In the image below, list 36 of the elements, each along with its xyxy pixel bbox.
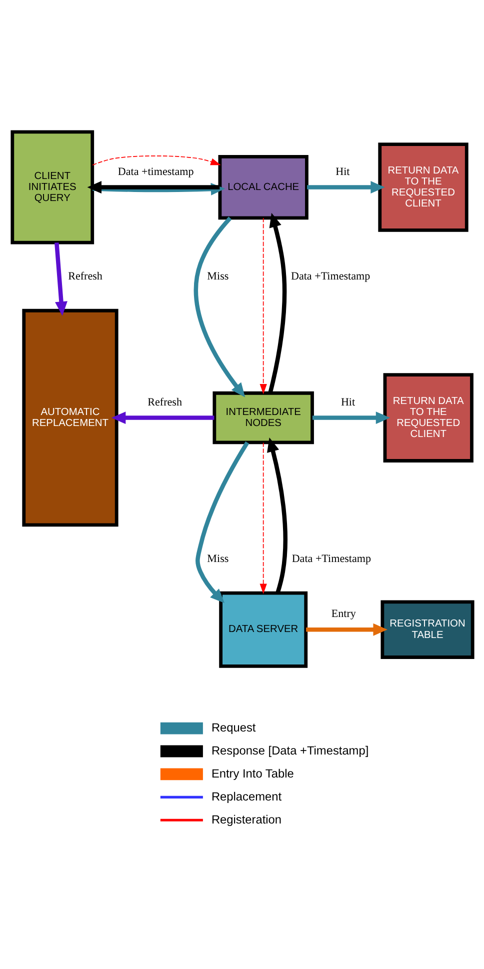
node-box: RETURN DATA TO THE REQUESTED CLIENT: [378, 142, 468, 232]
node-box: RETURN DATA TO THE REQUESTED CLIENT: [382, 372, 473, 462]
edge-label: Hit: [340, 396, 355, 408]
arrow: [306, 180, 384, 193]
legend-label: Entry Into Table: [210, 766, 294, 780]
node-box: LOCAL CACHE: [218, 154, 308, 220]
edge-label: Data +timestamp: [117, 165, 194, 178]
edge-label: Entry: [330, 608, 356, 620]
edge-label: Data +Timestamp: [291, 552, 371, 564]
legend-label: Request: [210, 720, 256, 734]
legend-label: Registeration: [210, 812, 282, 826]
node-box: AUTOMATIC REPLACEMENT: [22, 308, 118, 526]
node-box: CLIENT INITIATES QUERY: [10, 130, 94, 244]
edge-label: Data +Timestamp: [290, 270, 370, 282]
arrow: [195, 440, 249, 603]
arrow: [54, 242, 67, 316]
arrow: [259, 442, 266, 594]
legend-label: Response [Data +Timestamp]: [210, 742, 368, 757]
edge-label: Hit: [335, 165, 350, 178]
arrow: [268, 212, 286, 394]
arrow: [92, 154, 220, 165]
node-box: REGISTRATION TABLE: [380, 600, 474, 658]
arrow: [266, 436, 287, 593]
legend-label: Replacement: [210, 788, 282, 803]
arrow: [193, 216, 245, 397]
arrow: [312, 411, 390, 424]
edge-label: Refresh: [68, 270, 102, 282]
node-box: INTERMEDIATE NODES: [212, 390, 314, 444]
node-box: DATA SERVER: [218, 590, 308, 668]
edge-label: Miss: [206, 552, 228, 564]
edge-label: Refresh: [147, 396, 182, 408]
arrow: [110, 411, 214, 424]
arrow: [306, 622, 387, 636]
edge-label: Miss: [206, 270, 228, 282]
arrow: [259, 217, 266, 394]
arrow: [86, 180, 220, 193]
